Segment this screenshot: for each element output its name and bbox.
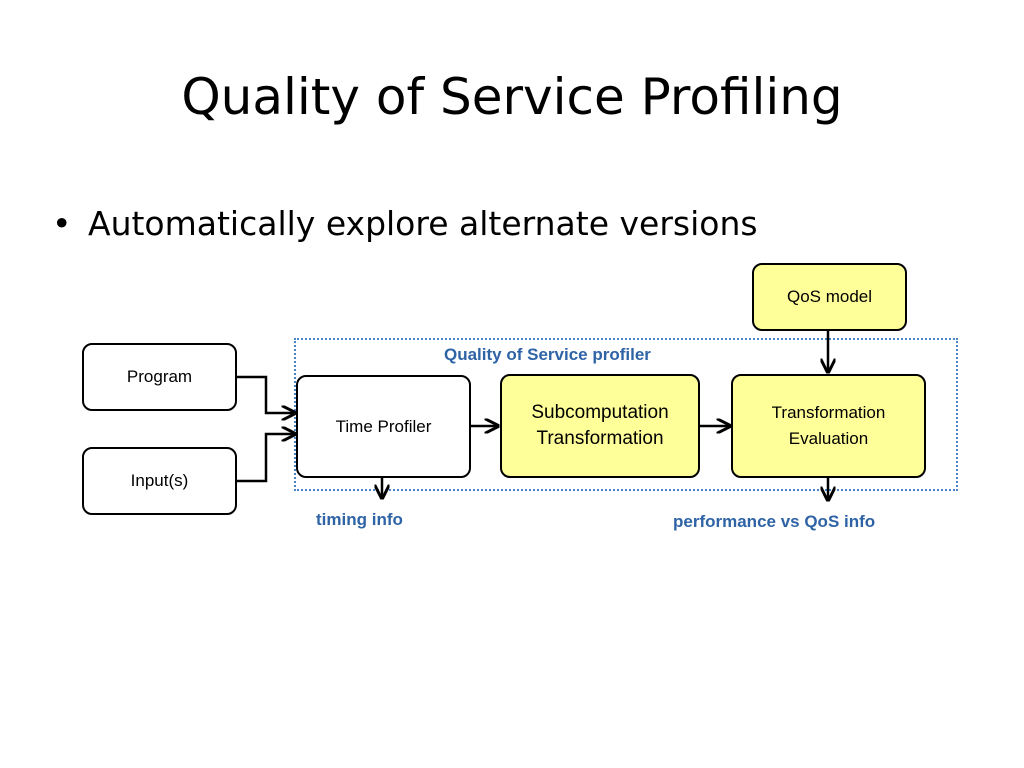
inputs-node: Input(s) [82, 447, 237, 515]
bullet-text: Automatically explore alternate versions [88, 204, 758, 243]
evaluation-label-line2: Evaluation [788, 429, 869, 448]
subcomputation-label-line1: Subcomputation [531, 402, 669, 423]
program-label: Program [126, 367, 193, 386]
timing-info-label: timing info [316, 510, 403, 529]
evaluation-label-line1: Transformation [771, 403, 886, 422]
time-profiler-label: Time Profiler [335, 416, 432, 436]
qos-profiler-label: Quality of Service profiler [444, 345, 651, 364]
program-node: Program [82, 343, 237, 411]
time-profiler-node: Time Profiler [296, 375, 471, 478]
bullet-item: • Automatically explore alternate version… [52, 200, 758, 248]
subcomputation-transformation-node: Subcomputation Transformation [500, 374, 700, 478]
slide-title: Quality of Service Profiling [181, 68, 843, 126]
subcomputation-label-line2: Transformation [536, 428, 664, 449]
inputs-to-profiler-arrow [237, 434, 295, 483]
qos-model-label: QoS model [786, 287, 873, 306]
bullet-marker: • [52, 204, 72, 243]
program-to-profiler-arrow [237, 375, 295, 413]
performance-qos-info-label: performance vs QoS info [673, 512, 876, 531]
qos-model-node: QoS model [752, 263, 907, 331]
inputs-label: Input(s) [130, 471, 189, 490]
transformation-evaluation-node: Transformation Evaluation [731, 374, 926, 478]
